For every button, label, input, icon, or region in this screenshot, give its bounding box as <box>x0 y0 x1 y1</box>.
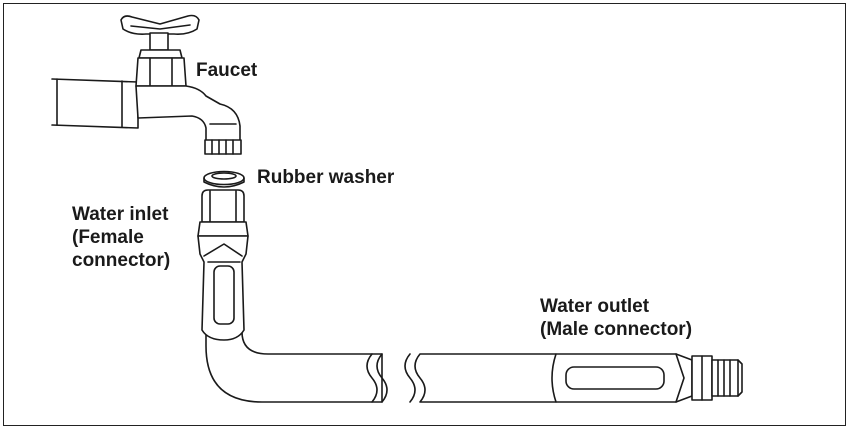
rubber-washer-icon <box>203 170 245 188</box>
faucet-icon <box>51 14 242 155</box>
male-connector-icon <box>551 353 743 403</box>
rubber-washer-label: Rubber washer <box>257 166 394 189</box>
rubber-washer-label-text: Rubber washer <box>257 167 395 188</box>
water-outlet-label: Water outlet (Male connector) <box>540 295 692 341</box>
water-outlet-label-line: (Male connector) <box>540 319 693 340</box>
water-inlet-label-line: connector) <box>72 250 171 271</box>
water-inlet-label-line: Water inlet <box>72 204 169 225</box>
water-inlet-label: Water inlet (Female connector) <box>72 203 170 272</box>
female-connector-icon <box>197 189 249 341</box>
diagram-frame <box>3 3 846 426</box>
water-inlet-label-line: (Female <box>72 227 144 248</box>
water-outlet-label-line: Water outlet <box>540 296 650 317</box>
faucet-label-text: Faucet <box>196 60 258 81</box>
hose-icon <box>205 331 557 403</box>
faucet-label: Faucet <box>196 59 257 82</box>
